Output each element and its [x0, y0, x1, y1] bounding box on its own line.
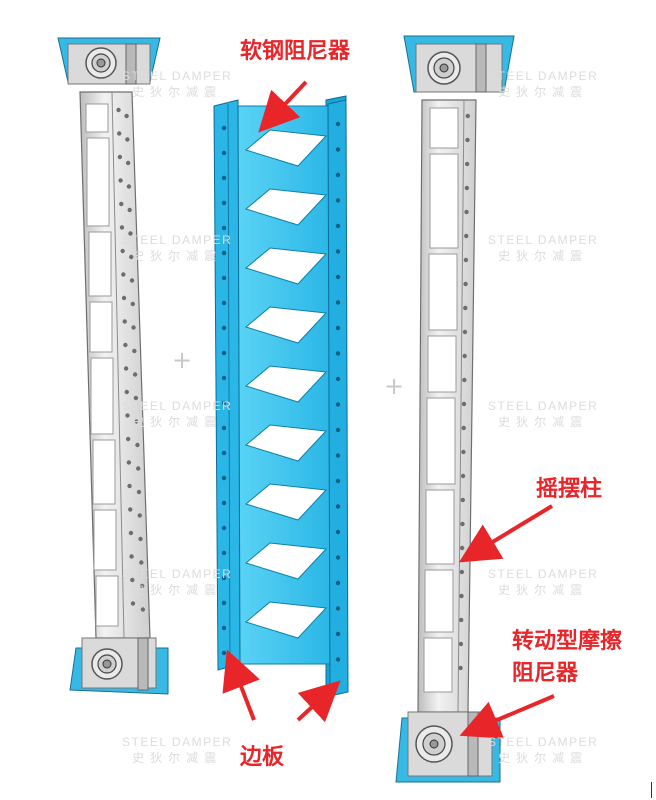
steel-damper	[213, 95, 349, 697]
arrow-icon	[296, 680, 341, 723]
plus-sign: +	[172, 346, 193, 374]
label-steel-damper: 软钢阻尼器	[240, 39, 351, 64]
arrow-icon	[222, 649, 260, 721]
left-bottom-base	[69, 637, 169, 695]
plus-sign: +	[384, 372, 405, 400]
diamond-cutout	[244, 601, 328, 639]
right-top-bracket	[403, 35, 515, 93]
diamond-cutout	[244, 188, 328, 226]
diamond-cutout	[244, 129, 328, 167]
diamond-cutout	[244, 306, 328, 344]
left-rocking-column	[57, 37, 169, 695]
edge-mark	[651, 782, 652, 798]
label-side-plate: 边板	[240, 745, 285, 770]
diamond-cutout	[244, 542, 328, 580]
diamond-cutout	[244, 247, 328, 285]
arrow-icon	[459, 694, 555, 739]
diamond-cutout	[244, 483, 328, 521]
left-top-bracket	[57, 37, 161, 85]
label-friction-damper-line2: 阻尼器	[512, 661, 579, 686]
right-rocking-column	[395, 35, 515, 783]
right-bottom-base	[395, 711, 501, 783]
arrow-icon	[258, 80, 308, 133]
label-rocking-column: 摇摆柱	[536, 477, 603, 502]
annotation-arrows	[222, 80, 555, 739]
diamond-cutout	[244, 365, 328, 403]
diamond-cutout	[244, 424, 328, 462]
label-friction-damper-line1: 转动型摩擦	[512, 629, 623, 654]
arrow-icon	[458, 504, 554, 563]
